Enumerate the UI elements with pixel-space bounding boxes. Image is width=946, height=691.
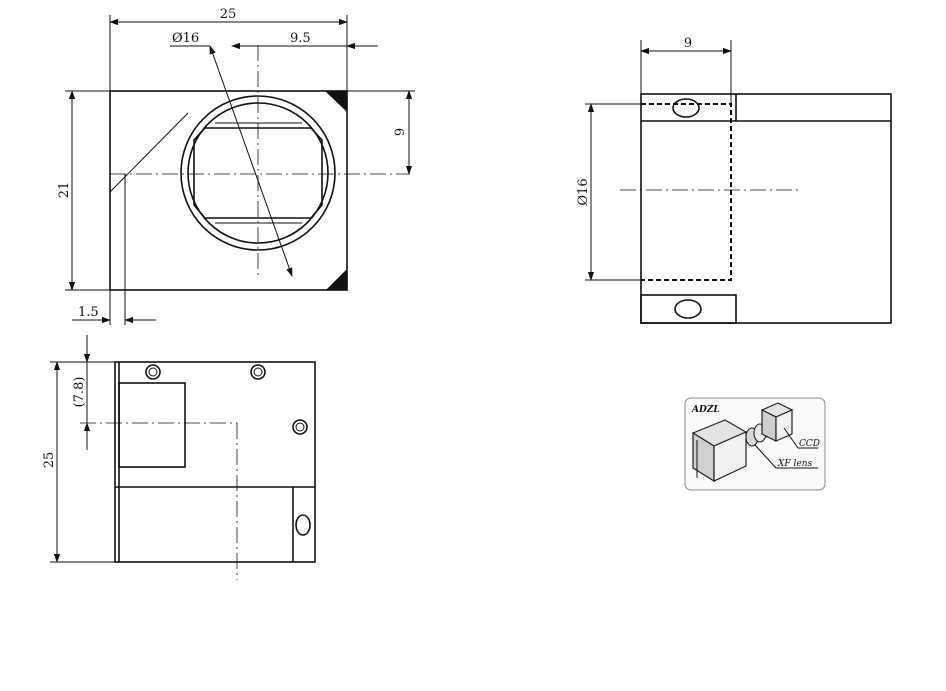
inset-illustration: ADZL CCD XF lens [684, 397, 826, 491]
side-bottom-tab [640, 294, 737, 324]
screw-hole-3-inner [295, 422, 305, 432]
front-view: 25 Ø16 9.5 21 9 1.5 [57, 7, 415, 325]
bottom-mount-block [118, 382, 186, 468]
dim-diameter-label: Ø16 [172, 31, 199, 46]
bottom-tab-hole [295, 514, 311, 536]
bottom-dim-offset-label: (7.8) [72, 377, 87, 408]
side-hidden-mount [641, 103, 732, 281]
lens-leader [754, 444, 777, 469]
screw-hole-1-outer [145, 364, 161, 380]
dia-leader-line [209, 45, 293, 277]
side-dim-depth-label: 9 [684, 36, 692, 51]
side-view: 9 Ø16 [576, 36, 892, 324]
front-body-outline [109, 90, 348, 291]
front-diagonal-edge [109, 112, 189, 193]
dim-height-label: 21 [57, 182, 72, 199]
bottom-view: 25 (7.8) [42, 335, 316, 580]
side-top-hole [672, 98, 700, 118]
sensor-window [193, 127, 323, 219]
dim-offset-label: 9.5 [290, 31, 311, 46]
mount-outer-ring [180, 95, 336, 251]
bottom-dim-height-label: 25 [42, 452, 57, 469]
ccd-label: CCD [799, 439, 820, 449]
screw-hole-2-inner [253, 367, 263, 377]
bottom-body-outline [114, 361, 316, 563]
side-dim-diameter-label: Ø16 [576, 178, 591, 205]
lens-label: XF lens [777, 459, 813, 469]
side-body-outline [640, 93, 892, 324]
chamfer-bottom-right [326, 269, 347, 290]
ccd-leader [783, 427, 799, 449]
inset-title: ADZL [691, 405, 720, 415]
screw-hole-1-inner [148, 367, 158, 377]
chamfer-top-right [325, 91, 347, 112]
dim-center-height-label: 9 [393, 128, 408, 136]
dim-width-label: 25 [220, 7, 237, 22]
side-bottom-hole [674, 299, 702, 319]
screw-hole-3-outer [292, 419, 308, 435]
lens-front-face [713, 431, 747, 482]
screw-hole-2-outer [250, 364, 266, 380]
dim-wall-label: 1.5 [78, 305, 99, 320]
